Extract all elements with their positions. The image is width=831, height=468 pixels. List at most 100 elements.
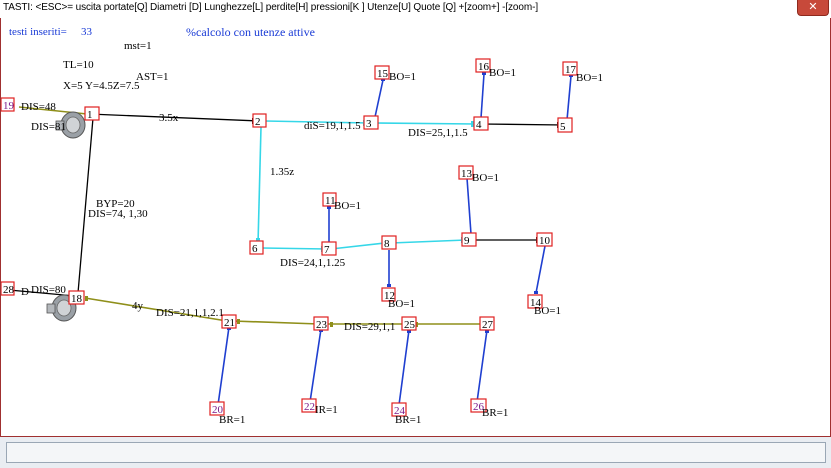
d-prefix-label: D	[21, 286, 29, 298]
node-box	[381, 235, 397, 250]
branch-3-15[interactable]	[374, 79, 384, 118]
node-id-label: 13	[461, 168, 473, 180]
node-28[interactable]: 28	[1, 281, 15, 296]
node-27[interactable]: 27	[479, 316, 495, 331]
node-7[interactable]: 7	[321, 241, 337, 256]
pipe-bypass[interactable]	[77, 117, 94, 294]
node-25[interactable]: 25	[401, 316, 417, 331]
node-13[interactable]: 13	[458, 165, 474, 180]
close-icon: ✕	[808, 0, 818, 13]
dis25-label: DIS=25,1,1.5	[408, 127, 468, 139]
fitting-markers	[227, 72, 573, 333]
node-2[interactable]: 2	[252, 113, 267, 128]
node-id-label: 9	[464, 235, 470, 247]
node-18[interactable]: 18	[68, 290, 85, 305]
node-box	[536, 232, 553, 247]
node-box	[391, 402, 407, 417]
cyan-pipes	[257, 120, 477, 250]
node-id-label: 7	[324, 244, 330, 256]
node-box	[473, 116, 489, 131]
node-1[interactable]: 1	[84, 106, 100, 121]
node-id-label: 28	[3, 284, 15, 296]
node-14[interactable]: 14	[527, 294, 543, 309]
node-3[interactable]: 3	[363, 115, 379, 130]
node-15[interactable]: 15	[374, 65, 390, 80]
node-box	[252, 113, 267, 128]
node-box	[68, 290, 85, 305]
node-id-label: 24	[394, 405, 406, 417]
node-box	[557, 117, 573, 133]
pipe-18-21[interactable]	[84, 297, 228, 322]
node-23[interactable]: 23	[313, 316, 329, 331]
network-canvas[interactable]: testi inseriti= 33 %calcolo con utenze a…	[0, 18, 831, 437]
node-box	[458, 165, 474, 180]
bo-label-16: BO=1	[489, 67, 516, 79]
node-id-label: 3	[366, 118, 372, 130]
pipe-6-7[interactable]	[261, 247, 328, 250]
node-id-label: 2	[255, 116, 261, 128]
node-12[interactable]: 12	[381, 287, 396, 302]
branch-21-20[interactable]	[217, 326, 230, 406]
node-9[interactable]: 9	[461, 232, 477, 247]
node-4[interactable]: 4	[473, 116, 489, 131]
pipe-3-4[interactable]	[372, 122, 477, 125]
node-box	[381, 287, 396, 302]
branch-27-26[interactable]	[476, 329, 488, 403]
fan-icon[interactable]	[55, 111, 86, 139]
branch-5-17[interactable]	[566, 75, 572, 121]
dis74-label: DIS=74, 1,30	[88, 208, 148, 220]
status-bar	[0, 437, 831, 468]
node-19[interactable]: 19	[1, 97, 15, 112]
dis48-label: DIS=48	[21, 101, 56, 113]
testi-label: testi inseriti=	[9, 26, 67, 38]
node-id-label: 6	[252, 243, 258, 255]
node-id-label: 4	[476, 119, 482, 131]
pipe-1-2[interactable]	[88, 113, 260, 122]
node-id-label: 16	[478, 61, 490, 73]
node-id-label: 17	[565, 64, 577, 76]
command-input[interactable]	[6, 442, 826, 463]
node-24[interactable]: 24	[391, 402, 407, 417]
branch-25-24[interactable]	[398, 329, 410, 406]
pipe-21-23[interactable]	[232, 320, 320, 325]
node-11[interactable]: 11	[322, 192, 337, 207]
close-button[interactable]: ✕	[797, 0, 829, 16]
node-26[interactable]: 26	[470, 398, 487, 413]
node-box	[209, 401, 225, 416]
pipe-2-6[interactable]	[257, 126, 262, 245]
len-1-35z-label: 1.35z	[270, 166, 294, 178]
node-box	[221, 314, 237, 329]
node-id-label: 23	[316, 319, 328, 331]
node-17[interactable]: 17	[562, 61, 578, 76]
node-22[interactable]: 22	[301, 398, 317, 413]
branch-4-16[interactable]	[480, 73, 485, 119]
dis24-label: DIS=24,1,1.25	[280, 257, 346, 269]
calc-mode-text: %calcolo con utenze attive	[186, 25, 315, 39]
node-20[interactable]: 20	[209, 401, 225, 416]
pipe-2-3[interactable]	[264, 120, 370, 124]
pipe-4-5[interactable]	[480, 123, 565, 126]
branch-23-22[interactable]	[309, 328, 322, 403]
cyan-joint-markers	[256, 120, 474, 252]
node-id-label: 18	[71, 293, 83, 305]
node-box	[1, 281, 15, 296]
br-label-26: BR=1	[482, 407, 508, 419]
node-box	[461, 232, 477, 247]
node-10[interactable]: 10	[536, 232, 553, 247]
node-16[interactable]: 16	[475, 58, 491, 73]
node-id-label: 14	[530, 297, 542, 309]
node-6[interactable]: 6	[249, 240, 264, 255]
pipe-8-9[interactable]	[390, 239, 467, 244]
pipe-7-8[interactable]	[330, 242, 386, 250]
branch-9-13[interactable]	[466, 177, 472, 235]
node-id-label: 8	[384, 238, 390, 250]
node-id-label: 15	[377, 68, 389, 80]
node-8[interactable]: 8	[381, 235, 397, 250]
node-21[interactable]: 21	[221, 314, 237, 329]
node-5[interactable]: 5	[557, 117, 573, 133]
node-id-label: 19	[3, 100, 15, 112]
bo-label-15: BO=1	[389, 71, 416, 83]
branch-10-14[interactable]	[535, 245, 546, 294]
len-3-5x-label: 3.5x	[159, 112, 179, 124]
